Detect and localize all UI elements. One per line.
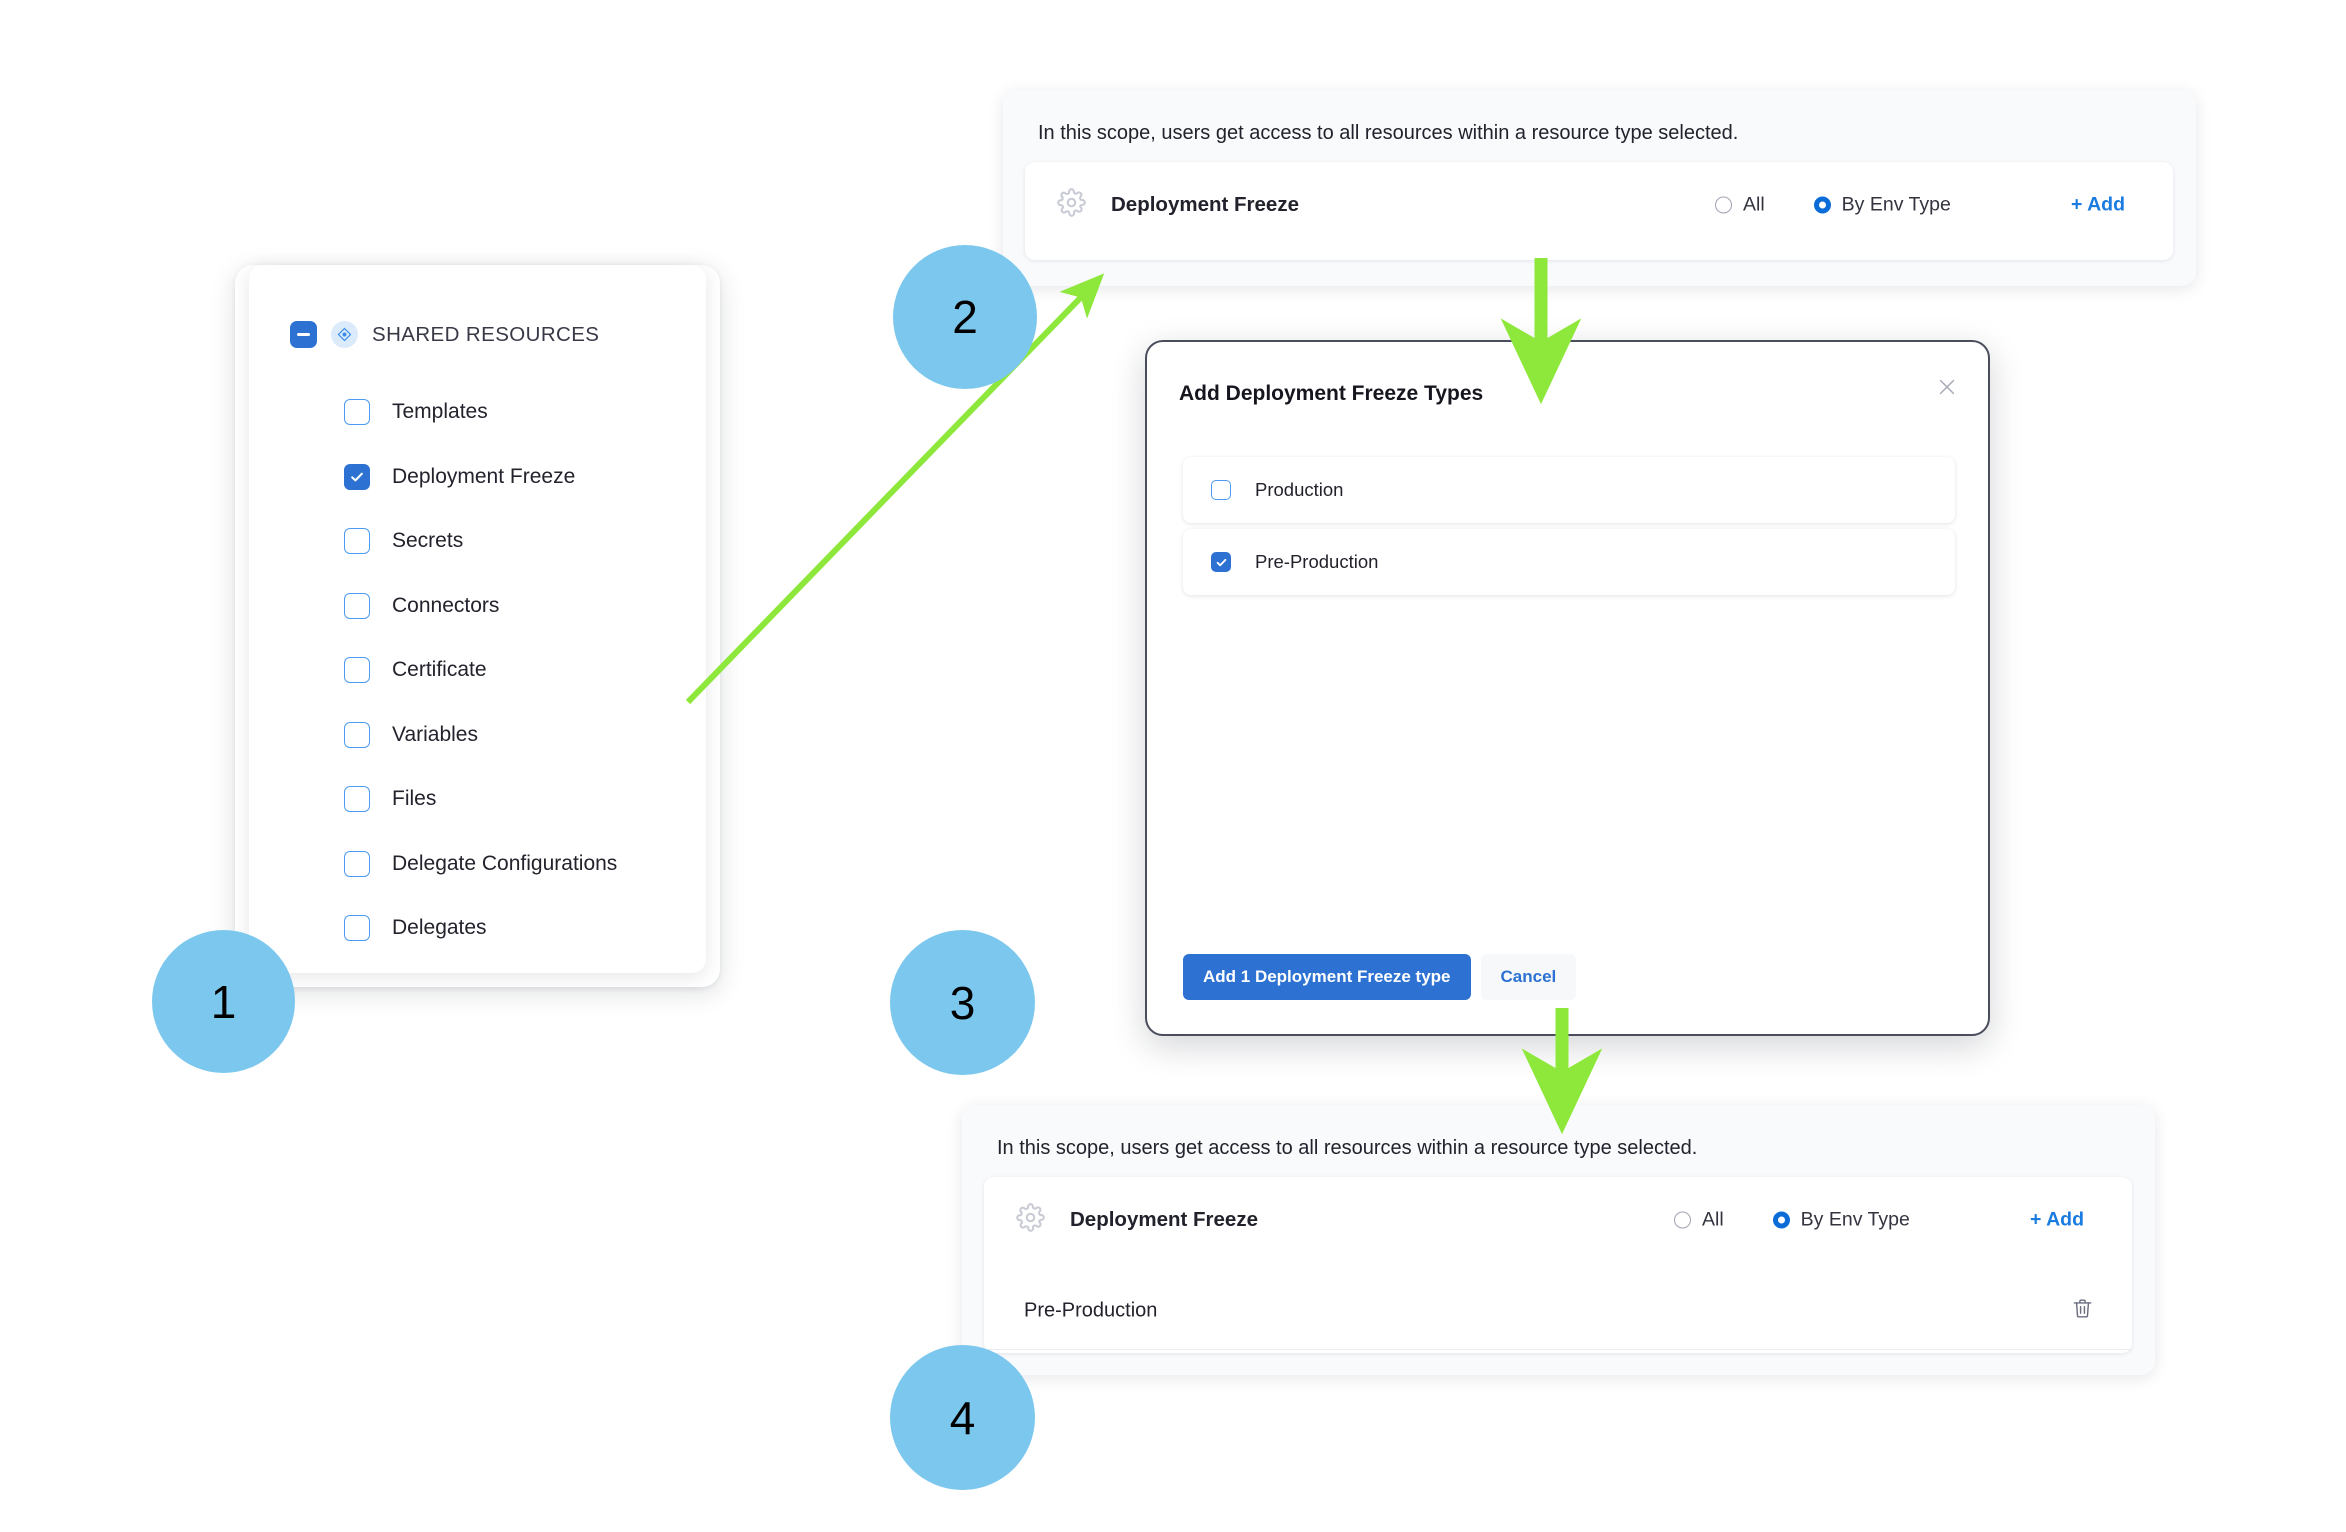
radio-by-env-type-icon[interactable]	[1772, 1211, 1790, 1229]
list-item[interactable]: Delegates	[344, 896, 684, 961]
gear-icon	[1016, 1203, 1045, 1237]
resource-type-card: Deployment Freeze All By Env Type + Add …	[984, 1177, 2132, 1353]
list-item-label: Templates	[392, 400, 488, 424]
option-label: Pre-Production	[1255, 551, 1379, 572]
step-number: 1	[210, 975, 237, 1028]
list-item[interactable]: Certificate	[344, 638, 684, 703]
add-deployment-freeze-type-button[interactable]: Add 1 Deployment Freeze type	[1183, 954, 1471, 1000]
resource-type-name: Deployment Freeze	[1070, 1208, 1258, 1231]
resource-type-card: Deployment Freeze All By Env Type + Add	[1025, 162, 2173, 260]
indeterminate-checkbox-icon[interactable]	[290, 321, 317, 348]
list-item[interactable]: Files	[344, 767, 684, 832]
list-item[interactable]: Connectors	[344, 574, 684, 639]
list-item-label: Delegate Configurations	[392, 851, 618, 875]
list-item[interactable]: Deployment Freeze	[344, 445, 684, 510]
list-item[interactable]: Delegate Configurations	[344, 832, 684, 897]
radio-option-by-env-type[interactable]: By Env Type	[1813, 193, 1951, 217]
list-item[interactable]: Variables	[344, 703, 684, 768]
radio-all-icon[interactable]	[1674, 1211, 1691, 1229]
checkbox-pre-production[interactable]	[1211, 552, 1231, 572]
checkbox-deployment-freeze[interactable]	[344, 463, 370, 490]
list-item-label: Files	[392, 787, 437, 811]
checkbox-files[interactable]	[344, 786, 370, 813]
close-icon[interactable]	[1930, 370, 1964, 404]
checkbox-connectors[interactable]	[344, 592, 370, 619]
trash-icon[interactable]	[2071, 1297, 2094, 1325]
list-item-label: Connectors	[392, 593, 500, 617]
shared-resources-panel: SHARED RESOURCES Templates Deployment Fr…	[235, 265, 720, 987]
checkbox-production[interactable]	[1211, 480, 1231, 500]
diamond-node-icon	[337, 327, 352, 342]
checkbox-delegate-configurations[interactable]	[344, 850, 370, 877]
radio-option-by-env-type[interactable]: By Env Type	[1772, 1208, 1910, 1232]
radio-all-icon[interactable]	[1715, 196, 1732, 214]
scope-radio-group: All By Env Type	[1674, 1209, 1910, 1232]
radio-all-label: All	[1743, 193, 1765, 216]
list-item[interactable]: Templates	[344, 380, 684, 445]
step-marker-1: 1	[152, 930, 295, 1073]
step-number: 3	[949, 976, 976, 1029]
check-icon	[351, 472, 363, 482]
checkbox-variables[interactable]	[344, 721, 370, 748]
selected-env-type-row: Pre-Production	[984, 1273, 2132, 1350]
checkbox-certificate[interactable]	[344, 657, 370, 684]
radio-all-label: All	[1702, 1208, 1724, 1231]
list-item-label: Deployment Freeze	[392, 464, 576, 488]
add-button[interactable]: + Add	[2071, 193, 2125, 216]
shared-resources-header[interactable]: SHARED RESOURCES	[290, 321, 599, 348]
radio-option-all[interactable]: All	[1674, 1209, 1724, 1232]
resource-type-row: Deployment Freeze All By Env Type + Add	[984, 1177, 2132, 1263]
option-row-pre-production[interactable]: Pre-Production	[1183, 529, 1955, 595]
step-marker-2: 2	[893, 245, 1037, 389]
radio-by-env-type-label: By Env Type	[1800, 1208, 1910, 1231]
scope-radio-group: All By Env Type	[1715, 194, 1951, 217]
radio-option-all[interactable]: All	[1715, 194, 1765, 217]
add-deployment-freeze-types-modal: Add Deployment Freeze Types Production P…	[1145, 340, 1990, 1036]
checkbox-templates[interactable]	[344, 399, 370, 426]
cancel-button[interactable]: Cancel	[1480, 954, 1577, 1000]
selected-env-type-label: Pre-Production	[1024, 1299, 1158, 1322]
check-icon	[1216, 558, 1226, 566]
modal-footer: Add 1 Deployment Freeze type Cancel	[1183, 954, 1577, 1000]
scope-panel-top: In this scope, users get access to all r…	[1003, 90, 2196, 286]
radio-by-env-type-icon[interactable]	[1813, 196, 1831, 214]
scope-description: In this scope, users get access to all r…	[1038, 122, 1739, 144]
list-item[interactable]: Secrets	[344, 509, 684, 574]
list-item-label: Secrets	[392, 529, 464, 553]
checkbox-delegates[interactable]	[344, 915, 370, 942]
shared-resources-title: SHARED RESOURCES	[372, 322, 600, 346]
step-number: 2	[952, 291, 978, 343]
list-item-label: Variables	[392, 722, 478, 746]
list-item-label: Certificate	[392, 658, 487, 682]
scope-description: In this scope, users get access to all r…	[997, 1137, 1698, 1159]
scope-panel-bottom: In this scope, users get access to all r…	[962, 1105, 2155, 1375]
list-item-label: Delegates	[392, 916, 487, 940]
option-row-production[interactable]: Production	[1183, 457, 1955, 523]
modal-title: Add Deployment Freeze Types	[1179, 382, 1484, 405]
add-button[interactable]: + Add	[2030, 1208, 2084, 1231]
step-number: 4	[949, 1391, 976, 1444]
resource-type-name: Deployment Freeze	[1111, 193, 1299, 216]
step-marker-3: 3	[890, 930, 1035, 1075]
gear-icon	[1057, 188, 1086, 222]
shared-resources-inner: SHARED RESOURCES Templates Deployment Fr…	[249, 265, 706, 973]
option-label: Production	[1255, 479, 1344, 500]
resource-type-row: Deployment Freeze All By Env Type + Add	[1025, 162, 2173, 248]
shared-resources-list: Templates Deployment Freeze Secrets Conn…	[344, 380, 684, 961]
shared-resources-node-icon	[331, 321, 358, 348]
checkbox-secrets[interactable]	[344, 528, 370, 555]
step-marker-4: 4	[890, 1345, 1035, 1490]
radio-by-env-type-label: By Env Type	[1841, 193, 1951, 216]
